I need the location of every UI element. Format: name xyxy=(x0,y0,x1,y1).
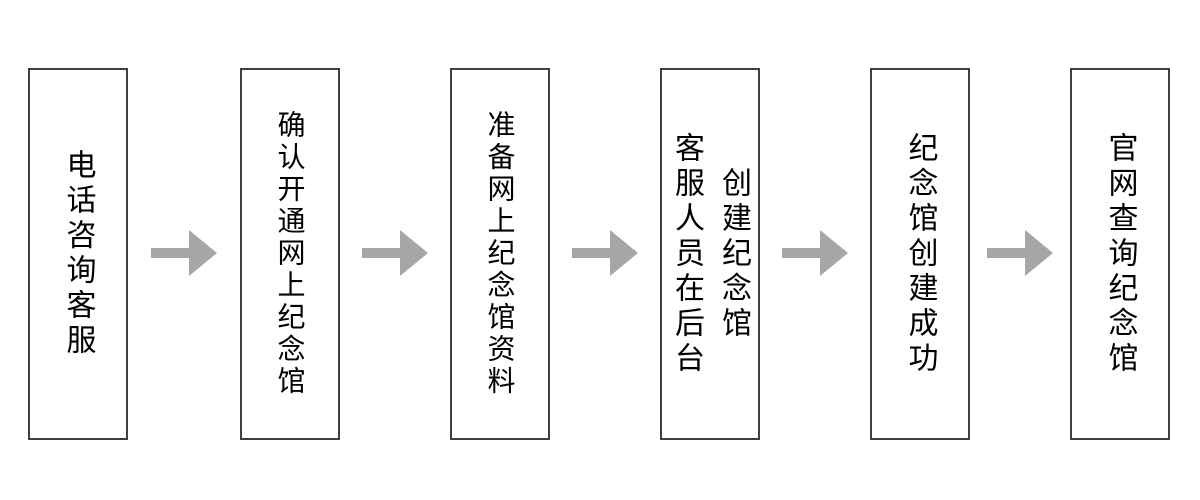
flow-step-2-box: 确认开通网上纪念馆 xyxy=(240,68,340,440)
flow-arrow-3 xyxy=(572,230,638,276)
flow-step-4-box: 客服人员在后台 创建纪念馆 xyxy=(660,68,760,440)
flow-step-4-label: 客服人员在后台 创建纪念馆 xyxy=(663,70,757,438)
flow-arrow-2 xyxy=(362,230,428,276)
step-text-line: 电话咨询客服 xyxy=(61,149,95,359)
flow-step-5-box: 纪念馆创建成功 xyxy=(870,68,970,440)
step-text-line: 官网查询纪念馆 xyxy=(1103,131,1137,377)
step-text-line: 准备网上纪念馆资料 xyxy=(484,110,516,398)
flow-step-6-box: 官网查询纪念馆 xyxy=(1070,68,1170,440)
right-arrow-icon xyxy=(987,230,1053,276)
flow-arrow-1 xyxy=(151,230,217,276)
step-text-line: 纪念馆创建成功 xyxy=(903,131,937,377)
flow-step-5-label: 纪念馆创建成功 xyxy=(897,70,944,438)
right-arrow-icon xyxy=(572,230,638,276)
flow-step-1-label: 电话咨询客服 xyxy=(55,70,102,438)
flow-step-6-label: 官网查询纪念馆 xyxy=(1097,70,1144,438)
flow-step-3-label: 准备网上纪念馆资料 xyxy=(477,70,524,438)
flow-step-2-label: 确认开通网上纪念馆 xyxy=(267,70,314,438)
step-text-line: 客服人员在后台 xyxy=(670,131,703,377)
step-text-line: 创建纪念馆 xyxy=(717,166,750,342)
flow-step-1-box: 电话咨询客服 xyxy=(28,68,128,440)
flow-arrow-4 xyxy=(782,230,848,276)
flow-step-3-box: 准备网上纪念馆资料 xyxy=(450,68,550,440)
right-arrow-icon xyxy=(782,230,848,276)
flow-arrow-5 xyxy=(987,230,1053,276)
right-arrow-icon xyxy=(362,230,428,276)
right-arrow-icon xyxy=(151,230,217,276)
step-text-line: 确认开通网上纪念馆 xyxy=(274,110,306,398)
